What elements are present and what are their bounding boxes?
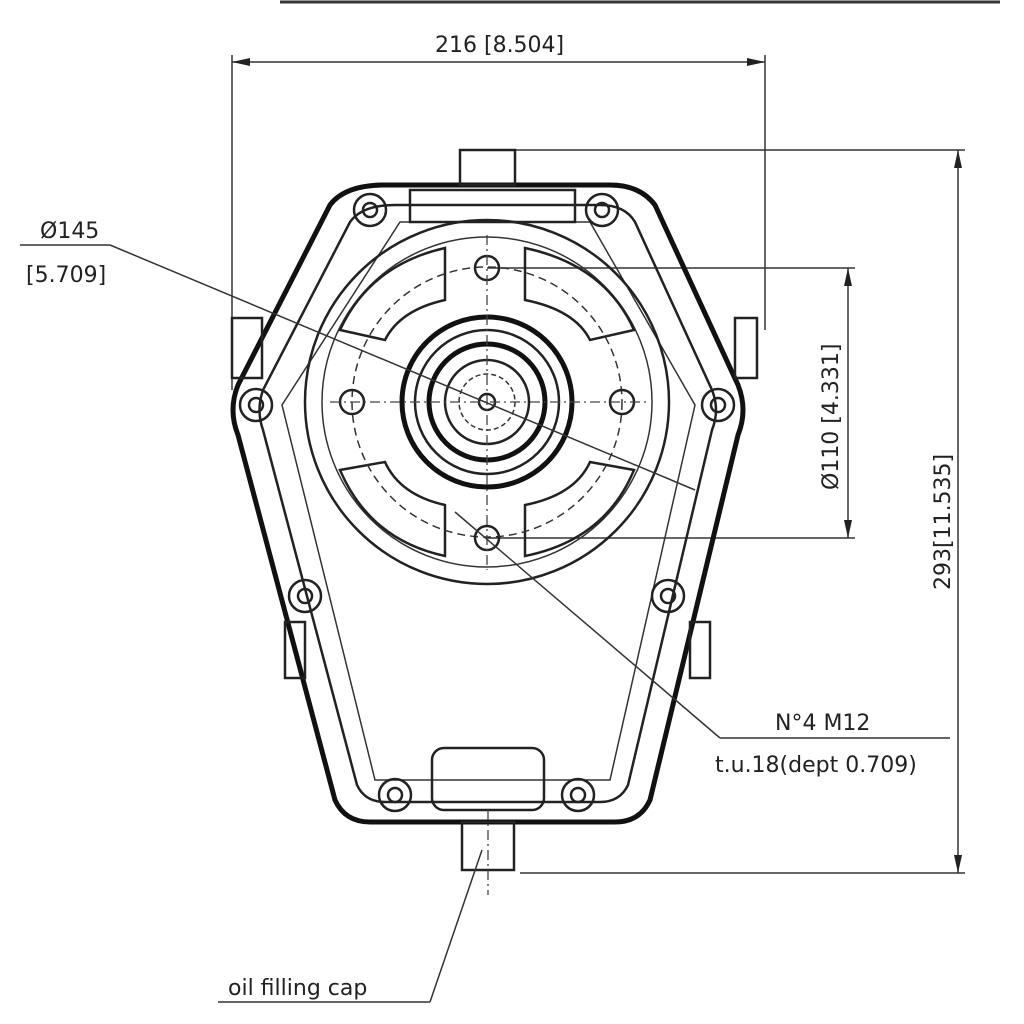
- height-label: 293[11.535]: [931, 454, 956, 590]
- mounting-flange: [303, 218, 671, 586]
- pilot-diameter-dimension: Ø110 [4.331]: [487, 267, 855, 539]
- width-dimension: 216 [8.504]: [231, 33, 766, 390]
- bolts: [238, 192, 736, 813]
- oil-filling-cap-label: oil filling cap: [228, 976, 367, 1001]
- leader-lines: [20, 244, 950, 1003]
- height-dimension: 293[11.535]: [490, 149, 965, 874]
- flange-diameter-inch-label: [5.709]: [26, 263, 106, 288]
- holes-depth-label: t.u.18(dept 0.709): [715, 753, 917, 778]
- holes-label: N°4 M12: [775, 711, 870, 736]
- flange-diameter-label: Ø145: [40, 219, 99, 244]
- pilot-diameter-label: Ø110 [4.331]: [819, 344, 844, 490]
- housing: [230, 148, 759, 895]
- width-label: 216 [8.504]: [435, 33, 564, 58]
